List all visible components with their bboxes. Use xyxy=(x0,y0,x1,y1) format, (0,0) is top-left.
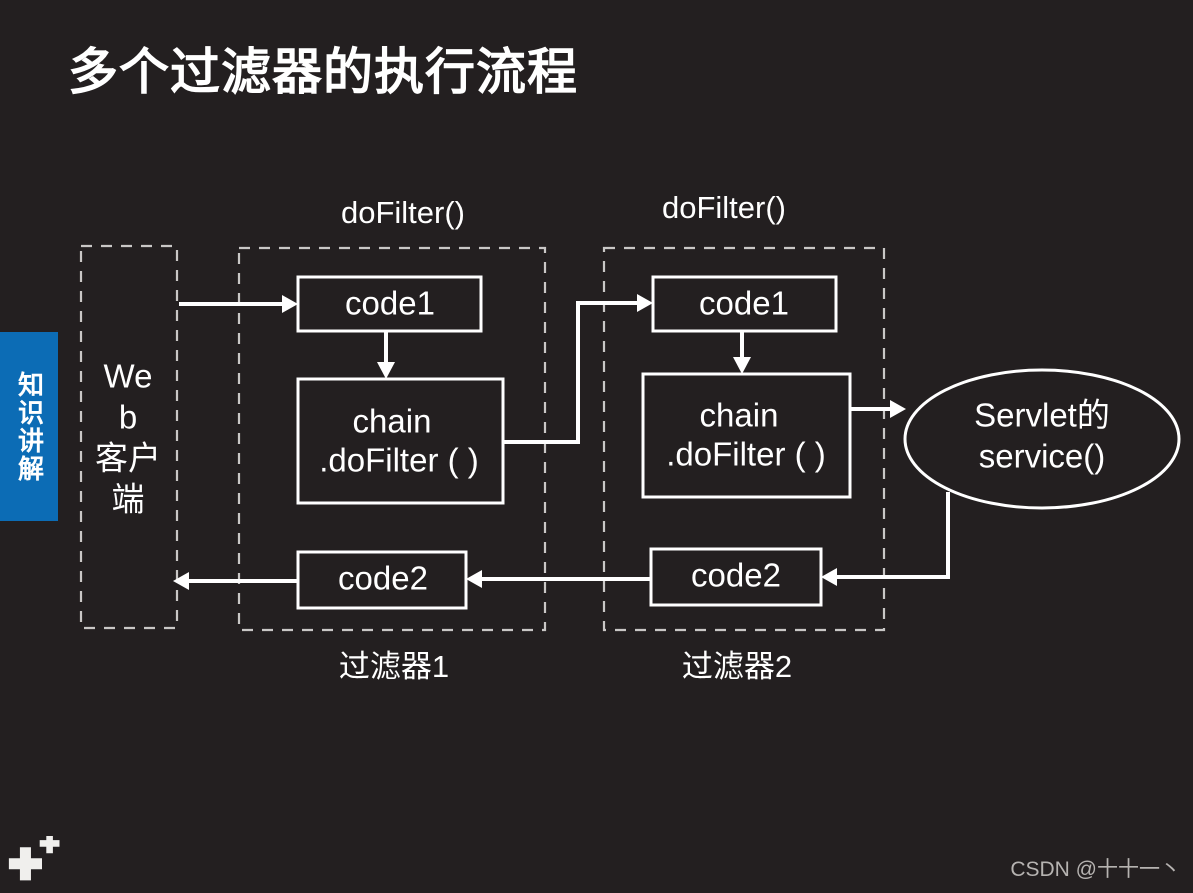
arrowhead-servlet-to-filter2-code2 xyxy=(821,568,837,586)
filter2-dofilter-label: doFilter() xyxy=(662,190,786,225)
filter1-dofilter-label: doFilter() xyxy=(341,195,465,230)
filter2-code1-box xyxy=(651,275,838,333)
arrow-servlet-to-filter2-code2 xyxy=(833,492,950,579)
filter1-code2-box xyxy=(296,550,468,610)
filter1-chain-line2: .doFilter ( ) xyxy=(319,442,479,479)
arrowhead-filter1-code1-to-chain xyxy=(377,362,395,379)
web-client-line1: We xyxy=(104,358,153,395)
arrowhead-filter1-chain-to-filter2-code1 xyxy=(637,294,653,312)
servlet-line1: Servlet的 xyxy=(974,397,1110,434)
csdn-watermark: CSDN @十十一丶 xyxy=(1010,858,1181,881)
arrowhead-filter2-chain-to-servlet xyxy=(890,400,906,418)
filter1-code2-label: code2 xyxy=(338,560,428,597)
web-client-container xyxy=(79,244,179,630)
web-client-line3: 客户 xyxy=(95,440,161,477)
filter-chain-diagram: doFilter() doFilter() We b 客户 端 code1 ch… xyxy=(79,190,1181,684)
filter1-container xyxy=(237,246,547,632)
plus-small-icon xyxy=(39,836,60,854)
filter2-code1-label: code1 xyxy=(699,285,789,322)
arrowhead-client-to-filter1-code1 xyxy=(282,295,298,313)
double-plus-logo xyxy=(8,836,60,881)
filter1-chain-line1: chain xyxy=(353,403,432,440)
web-client-line4: 端 xyxy=(112,481,145,518)
side-badge-label: 知识讲解 xyxy=(14,370,45,483)
filter1-code1-box xyxy=(296,275,483,333)
filter2-chain-line1: chain xyxy=(700,397,779,434)
arrowhead-filter2-code1-to-chain xyxy=(733,357,751,374)
arrow-filter1-chain-to-filter2-code1 xyxy=(503,301,642,444)
servlet-line2: service() xyxy=(979,438,1106,475)
filter2-name-label: 过滤器2 xyxy=(682,649,792,684)
side-badge-knowledge: 知识讲解 xyxy=(0,332,58,521)
web-client-line2: b xyxy=(119,399,137,436)
arrowhead-filter1-code2-to-client xyxy=(173,572,189,590)
arrowhead-filter2-code2-to-filter1-code2 xyxy=(466,570,482,588)
filter1-code1-label: code1 xyxy=(345,285,435,322)
filter2-chain-line2: .doFilter ( ) xyxy=(666,436,826,473)
filter2-container xyxy=(602,246,886,632)
filter2-code2-box xyxy=(649,547,823,607)
page-title: 多个过滤器的执行流程 xyxy=(68,44,578,100)
filter2-chain-box xyxy=(641,372,852,499)
filter1-chain-box xyxy=(296,377,505,505)
servlet-service-ellipse xyxy=(903,368,1181,510)
filter1-name-label: 过滤器1 xyxy=(339,649,449,684)
filter2-code2-label: code2 xyxy=(691,557,781,594)
plus-large-icon xyxy=(8,847,42,881)
